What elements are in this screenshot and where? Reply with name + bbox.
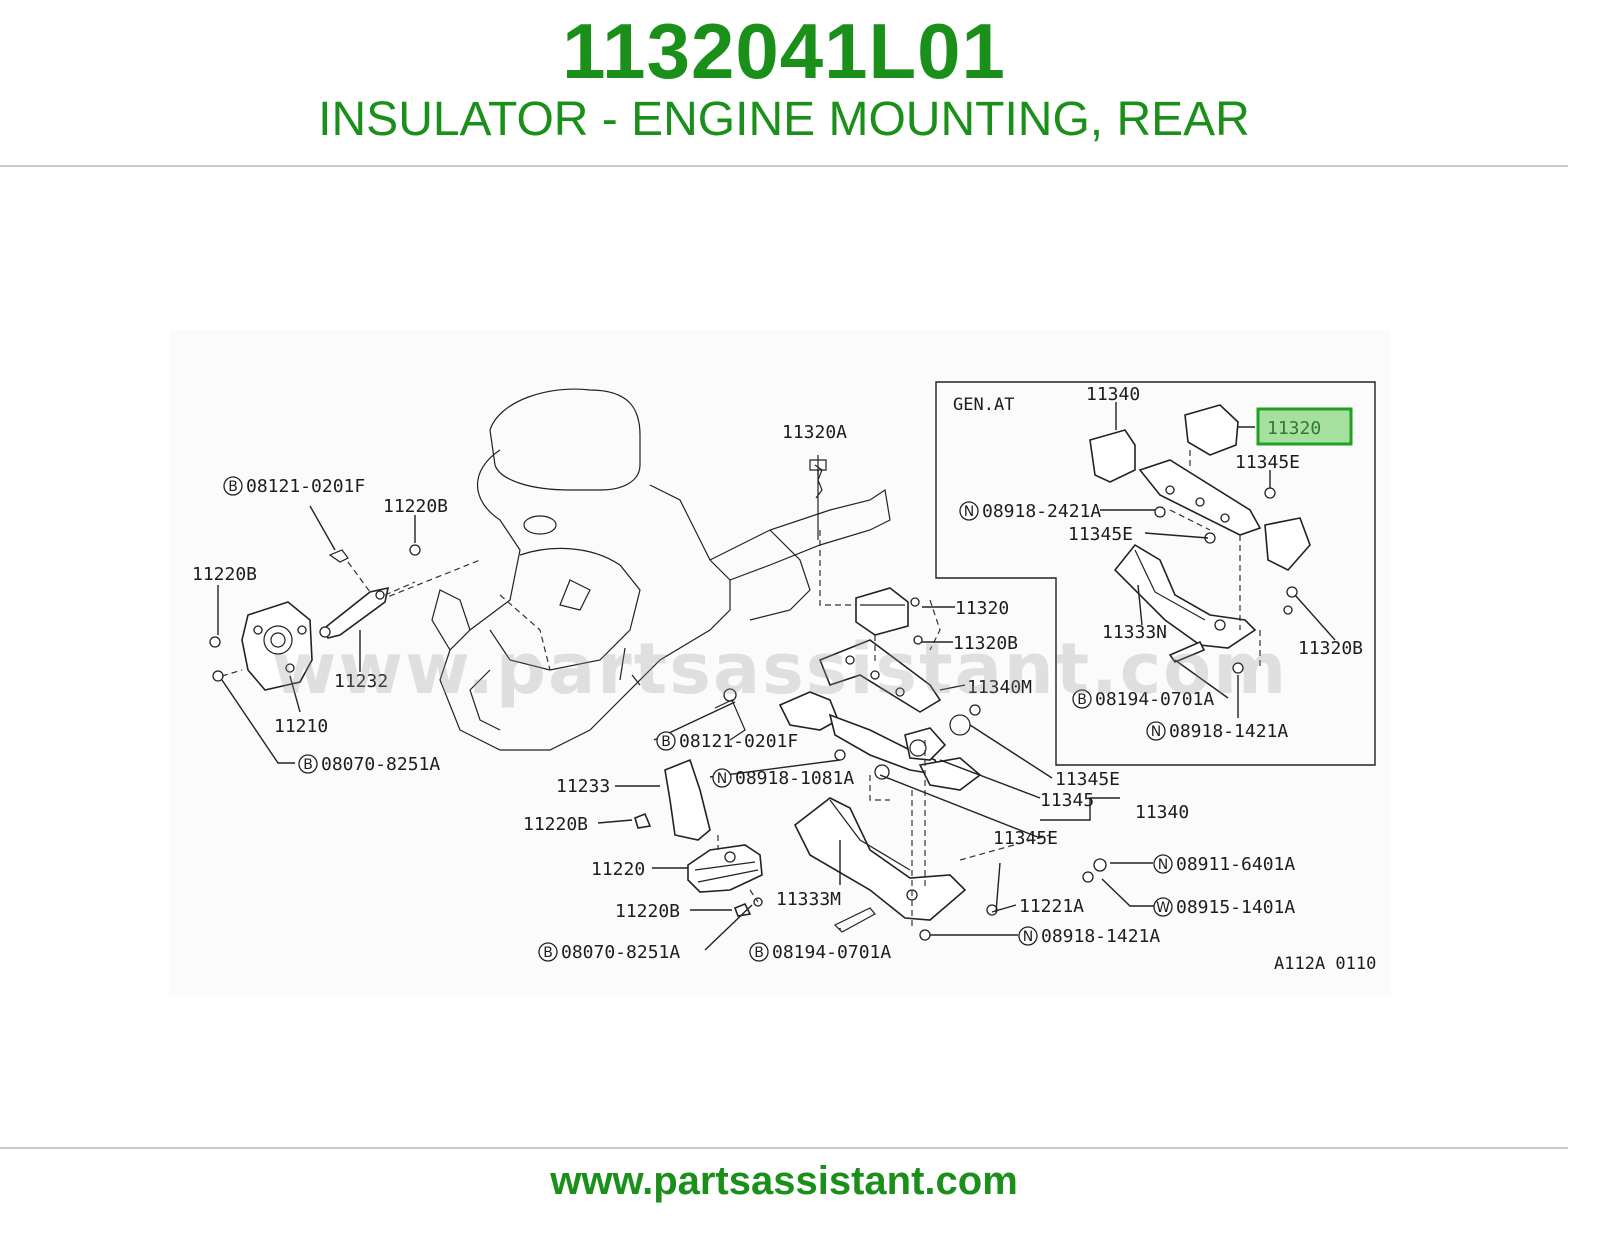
highlighted-part-label[interactable]: 11320 (1267, 418, 1321, 439)
prefix-n-icon: N (717, 771, 727, 787)
callout-label[interactable]: 08121-0201F (246, 476, 365, 497)
footer-divider (0, 1147, 1568, 1149)
highlighted-part-box[interactable] (1256, 407, 1353, 446)
diagram-code: A112A 0110 (1274, 954, 1376, 974)
callout-label[interactable]: 11333N (1102, 622, 1167, 643)
front-mount-group (209, 544, 421, 691)
callout-label[interactable]: 11320 (955, 598, 1009, 619)
gen-at-inset (935, 381, 1376, 766)
callout-label[interactable]: 11220B (383, 496, 448, 517)
callout-label[interactable]: 11345E (993, 828, 1058, 849)
callout-label[interactable]: 08918-1421A (1169, 721, 1288, 742)
callout-label[interactable]: 11233 (556, 776, 610, 797)
callout-label[interactable]: 11340 (1135, 802, 1189, 823)
part-number: 1132041L01 (562, 7, 1006, 95)
engine-outline (379, 388, 891, 751)
prefix-b-icon: B (661, 734, 671, 750)
callout-label[interactable]: 11340M (967, 677, 1032, 698)
prefix-b-icon: B (303, 757, 313, 773)
callout-label[interactable]: 08918-1421A (1041, 926, 1160, 947)
callout-labels: 11320A 08121-0201F 11220B 11220B 11232 1… (192, 384, 1376, 974)
callout-prefix-circles: B B B N B B N W N N B N (223, 476, 1173, 962)
callout-label[interactable]: 11340 (1086, 384, 1140, 405)
prefix-b-icon: B (1077, 692, 1087, 708)
callout-label[interactable]: 11220B (192, 564, 257, 585)
prefix-b-icon: B (228, 479, 238, 495)
callout-label[interactable]: 11345E (1068, 524, 1133, 545)
callout-label[interactable]: 11220 (591, 859, 645, 880)
prefix-n-icon: N (1023, 929, 1033, 945)
callout-label[interactable]: 11345E (1235, 452, 1300, 473)
callout-label[interactable]: 08121-0201F (679, 731, 798, 752)
part-title: INSULATOR - ENGINE MOUNTING, REAR (318, 93, 1250, 146)
prefix-n-icon: N (1158, 857, 1168, 873)
callout-label[interactable]: 11320A (782, 422, 847, 443)
callout-label[interactable]: 11220B (523, 814, 588, 835)
callout-label[interactable]: 11210 (274, 716, 328, 737)
callout-label[interactable]: 08070-8251A (321, 754, 440, 775)
callout-label[interactable]: 08918-2421A (982, 501, 1101, 522)
callout-label[interactable]: 08070-8251A (561, 942, 680, 963)
page-header: 1132041L01 INSULATOR - ENGINE MOUNTING, … (0, 0, 1568, 166)
callout-label[interactable]: 11320B (1298, 638, 1363, 659)
rear-mount-lower-left (634, 688, 763, 917)
footer-link[interactable]: www.partsassistant.com (550, 1159, 1018, 1203)
callout-label[interactable]: 11232 (334, 671, 388, 692)
callout-label[interactable]: 11320B (953, 633, 1018, 654)
callout-label[interactable]: 08194-0701A (1095, 689, 1214, 710)
rear-crossmember-main (778, 455, 1107, 941)
prefix-n-icon: N (964, 504, 974, 520)
callout-label[interactable]: 11333M (776, 889, 841, 910)
header-divider (0, 165, 1568, 167)
parts-diagram: B B B N B B N W N N B N 11320A (170, 330, 1390, 995)
prefix-b-icon: B (754, 945, 764, 961)
leader-lines (217, 402, 1336, 951)
callout-label[interactable]: 11345E (1055, 769, 1120, 790)
callout-label[interactable]: 11221A (1019, 896, 1084, 917)
prefix-n-icon: N (1151, 724, 1161, 740)
prefix-b-icon: B (543, 945, 553, 961)
prefix-w-icon: W (1156, 900, 1170, 916)
callout-label[interactable]: 11220B (615, 901, 680, 922)
callout-label[interactable]: 11345 (1040, 790, 1094, 811)
parts-diagram-drawing: B B B N B B N W N N B N 11320A (192, 381, 1376, 974)
callout-label[interactable]: 08918-1081A (735, 768, 854, 789)
callout-label[interactable]: 08915-1401A (1176, 897, 1295, 918)
inset-label: GEN.AT (953, 395, 1014, 415)
callout-label[interactable]: 08194-0701A (772, 942, 891, 963)
callout-label[interactable]: 08911-6401A (1176, 854, 1295, 875)
